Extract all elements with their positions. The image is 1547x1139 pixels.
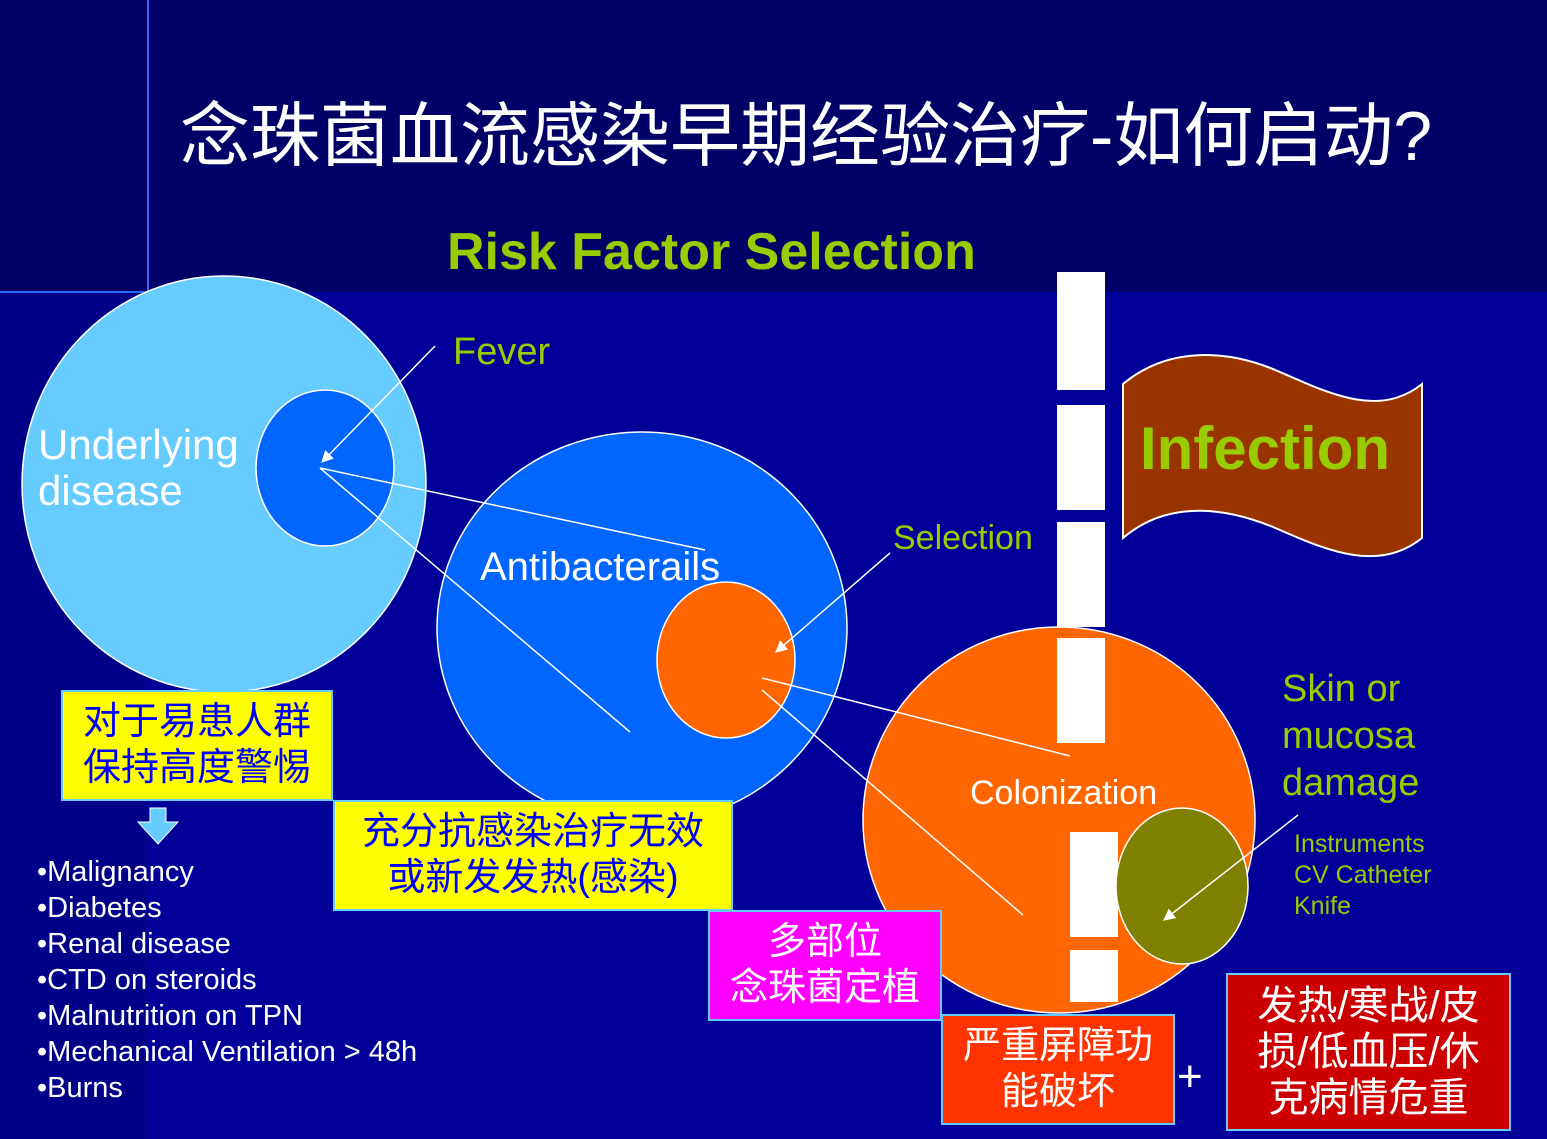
risk-factor-list: •Malignancy •Diabetes •Renal disease •CT…	[37, 854, 417, 1106]
risk-item: •Malnutrition on TPN	[37, 1000, 303, 1032]
slide-subtitle: Risk Factor Selection	[447, 223, 976, 281]
skin-line2: mucosa	[1282, 715, 1416, 757]
risk-item: •Burns	[37, 1072, 123, 1104]
underlying-line1: Underlying	[38, 421, 239, 468]
symptoms-line2: 损/低血压/休	[1257, 1030, 1480, 1074]
risk-item: •CTD on steroids	[37, 964, 257, 996]
antiinfection-line1: 充分抗感染治疗无效	[361, 810, 704, 853]
risk-item: •Malignancy	[37, 856, 194, 888]
barrier-line1: 严重屏障功	[962, 1024, 1153, 1067]
antibacterials-label: Antibacterails	[480, 545, 721, 589]
symptoms-line3: 克病情危重	[1268, 1076, 1469, 1120]
selection-inner-circle	[656, 581, 796, 739]
risk-item: •Mechanical Ventilation > 48h	[37, 1036, 418, 1068]
antiinfection-box: 充分抗感染治疗无效 或新发发热(感染)	[333, 800, 733, 911]
selection-label: Selection	[893, 519, 1033, 557]
risk-item: •Renal disease	[37, 928, 231, 960]
barrier-box: 严重屏障功 能破坏	[941, 1014, 1175, 1125]
fever-label: Fever	[453, 331, 551, 373]
fever-inner-circle	[255, 389, 395, 547]
skin-line1: Skin or	[1282, 668, 1401, 710]
underlying-line2: disease	[38, 467, 183, 514]
vigilance-line1: 对于易患人群	[82, 700, 311, 743]
slide-title: 念珠菌血流感染早期经验治疗-如何启动?	[180, 97, 1433, 175]
down-arrow-icon	[136, 807, 180, 845]
header-band	[0, 0, 1547, 292]
instruments-list: Instruments CV Catheter Knife	[1294, 829, 1432, 922]
skin-damage-label: Skin or mucosa damage	[1282, 666, 1419, 807]
colonization-label: Colonization	[970, 774, 1158, 812]
infection-label: Infection	[1140, 415, 1390, 482]
risk-item: •Diabetes	[37, 892, 162, 924]
skin-line3: damage	[1282, 762, 1420, 804]
vigilance-line2: 保持高度警惕	[82, 746, 311, 789]
infection-flag	[1122, 354, 1423, 558]
vigilance-box: 对于易患人群 保持高度警惕	[61, 690, 333, 801]
instrument-item: Knife	[1294, 892, 1351, 920]
connector-lines	[319, 345, 1299, 921]
instrument-item: CV Catheter	[1294, 861, 1432, 889]
underlying-disease-label: Underlying disease	[38, 422, 239, 514]
multisite-box: 多部位 念珠菌定植	[708, 910, 942, 1021]
skin-damage-circle	[1115, 807, 1249, 965]
symptoms-box: 发热/寒战/皮 损/低血压/休 克病情危重	[1226, 973, 1511, 1131]
multisite-line2: 念珠菌定植	[729, 966, 920, 1009]
antiinfection-line2: 或新发发热(感染)	[387, 856, 679, 899]
barrier-line2: 能破坏	[1000, 1070, 1115, 1113]
multisite-line1: 多部位	[767, 920, 882, 963]
instrument-item: Instruments	[1294, 830, 1425, 858]
exclamation-bars	[1057, 272, 1118, 1002]
plus-sign: +	[1177, 1052, 1203, 1101]
symptoms-line1: 发热/寒战/皮	[1257, 984, 1480, 1028]
